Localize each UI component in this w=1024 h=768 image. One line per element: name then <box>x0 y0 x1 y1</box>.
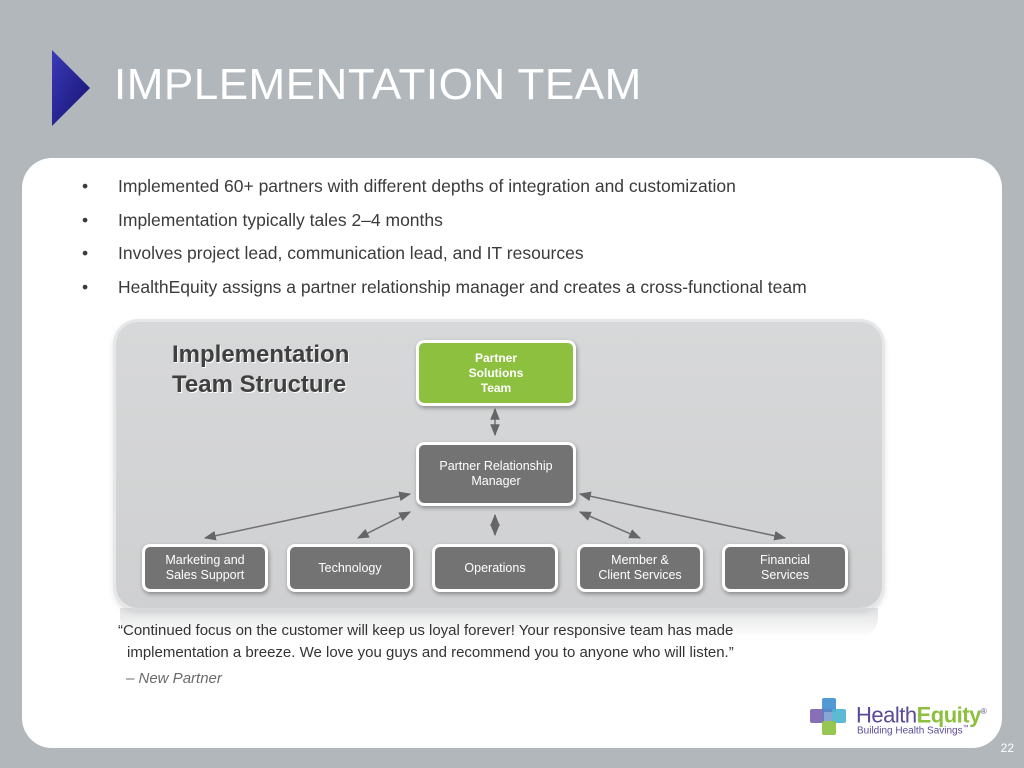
team-node-technology: Technology <box>287 544 413 592</box>
node-label: Services <box>761 568 809 582</box>
org-chart-title-line2: Team Structure <box>172 371 347 398</box>
panel-reflection <box>120 608 878 638</box>
logo-tagline: Building Health Savings™ <box>857 725 969 736</box>
bullet-marker: • <box>82 276 89 297</box>
logo-wordmark: HealthEquity® <box>856 700 987 728</box>
bullet-item: • HealthEquity assigns a partner relation… <box>74 275 807 309</box>
logo-trademark: ® <box>980 707 987 716</box>
logo-tagline-text: Building Health Savings <box>857 725 963 737</box>
bullet-list: • Implemented 60+ partners with different… <box>74 174 807 308</box>
page-number: 22 <box>1000 741 1014 755</box>
healthequity-logo: HealthEquity® Building Health Savings™ <box>808 696 988 742</box>
team-node-operations: Operations <box>432 544 558 592</box>
accent-arrow-icon <box>52 50 90 126</box>
node-label: Team <box>480 380 512 395</box>
node-label: Partner <box>474 350 518 365</box>
node-label: Manager <box>471 474 521 488</box>
bullet-text: HealthEquity assigns a partner relations… <box>118 276 807 297</box>
overlapping-squares-icon <box>810 698 846 735</box>
org-chart-title-line1: Implementation <box>172 341 350 368</box>
partner-relationship-manager-node: Partner Relationship Manager <box>416 442 576 506</box>
bullet-text: Involves project lead, communication lea… <box>118 243 584 263</box>
logo-tagline-mark: ™ <box>962 725 969 731</box>
node-label: Marketing and <box>165 553 245 567</box>
partner-solutions-team-node: Partner Solutions Team <box>416 340 576 406</box>
bullet-item: • Implementation typically tales 2–4 mont… <box>74 208 807 242</box>
node-label: Partner Relationship <box>439 459 553 473</box>
node-label: Solutions <box>468 365 524 380</box>
org-chart-title: Implementation Team Structure <box>172 340 349 400</box>
slide-title: IMPLEMENTATION TEAM <box>114 60 642 109</box>
team-node-member-client: Member & Client Services <box>577 544 703 592</box>
bullet-item: • Implemented 60+ partners with different… <box>74 174 807 208</box>
team-node-marketing: Marketing and Sales Support <box>142 544 268 592</box>
node-label: Sales Support <box>165 568 245 582</box>
node-label: Member & <box>611 553 669 567</box>
testimonial-quote: “Continued focus on the customer will ke… <box>118 620 734 664</box>
bullet-marker: • <box>82 209 89 230</box>
node-label: Financial <box>759 553 811 567</box>
node-label: Operations <box>464 560 526 575</box>
bullet-item: • Involves project lead, communication le… <box>74 241 807 275</box>
bullet-marker: • <box>82 243 89 263</box>
team-node-financial: Financial Services <box>722 544 848 592</box>
node-label: Client Services <box>598 568 682 582</box>
bullet-marker: • <box>82 176 89 196</box>
node-label: Technology <box>318 560 382 575</box>
logo-word-equity: Equity <box>916 702 982 728</box>
testimonial-line1: “Continued focus on the customer will ke… <box>118 622 734 639</box>
testimonial-line2: implementation a breeze. We love you guy… <box>127 644 734 661</box>
bullet-text: Implementation typically tales 2–4 month… <box>118 209 443 230</box>
testimonial-attribution: – New Partner <box>126 670 222 687</box>
logo-word-health: Health <box>856 702 917 728</box>
bullet-text: Implemented 60+ partners with different … <box>118 176 736 196</box>
